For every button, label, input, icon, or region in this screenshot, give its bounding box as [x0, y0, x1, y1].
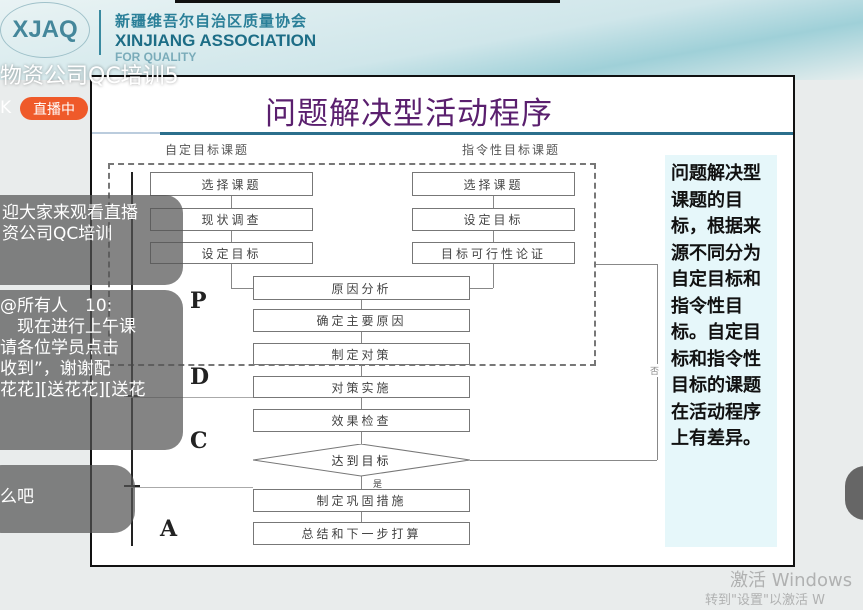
- final-step: 制定巩固措施: [253, 489, 470, 512]
- slide-header-banner: [0, 0, 863, 80]
- chat-line: 收到”，谢谢配: [0, 359, 111, 379]
- close-icon[interactable]: K: [0, 98, 12, 118]
- left-step: 选择课题: [150, 172, 313, 196]
- chat-message: 么吧: [0, 465, 135, 533]
- top-bar: [175, 0, 560, 3]
- chat-line: 请各位学员点击: [0, 338, 119, 358]
- left-step: 设定目标: [150, 242, 313, 264]
- xjaq-logo: XJAQ: [0, 2, 90, 58]
- phase-a: A: [160, 516, 178, 542]
- phase-c: C: [190, 428, 208, 454]
- decision-diamond: [253, 444, 470, 477]
- phase-p: P: [190, 288, 207, 314]
- center-step: 对策实施: [253, 376, 470, 398]
- right-step: 选择课题: [412, 172, 575, 196]
- yes-label: 是: [373, 480, 383, 490]
- final-step: 总结和下一步打算: [253, 522, 470, 545]
- side-button[interactable]: [845, 466, 863, 520]
- center-step: 原因分析: [253, 276, 470, 300]
- person-icon: [129, 98, 149, 118]
- center-step: 确定主要原因: [253, 309, 470, 332]
- right-step: 设定目标: [412, 208, 575, 231]
- chat-line: 资公司QC培训: [2, 224, 113, 244]
- title-rule: [160, 132, 793, 135]
- chat-line: 现在进行上午课: [0, 317, 136, 337]
- left-header: 自定目标课题: [165, 143, 250, 157]
- windows-watermark: 激活 Windows: [730, 570, 853, 591]
- chat-line: 迎大家来观看直播: [2, 203, 138, 223]
- stream-title: 物资公司QC培训5: [0, 64, 179, 89]
- divider: [99, 10, 101, 55]
- right-header: 指令性目标课题: [462, 143, 561, 157]
- right-step: 目标可行性论证: [412, 242, 575, 264]
- center-step: 效果检查: [253, 409, 470, 432]
- chat-line: 么吧: [0, 487, 34, 507]
- chat-line: 花花][送花花][送花: [0, 380, 146, 400]
- org-name-cn: 新疆维吾尔自治区质量协会: [115, 12, 308, 30]
- center-step: 制定对策: [253, 343, 470, 365]
- title-rule: [92, 132, 160, 134]
- phase-d: D: [190, 364, 210, 390]
- note-text: 问题解决型课题的目标，根据来源不同分为自定目标和指令性目标。自定目标和指令性目标…: [665, 155, 777, 547]
- chat-message: @所有人 10: 现在进行上午课 请各位学员点击 收到”，谢谢配 花花][送花花…: [0, 290, 183, 450]
- windows-watermark-sub: 转到"设置"以激活 W: [705, 593, 825, 608]
- chat-line: @所有人 10:: [0, 296, 113, 316]
- left-step: 现状调查: [150, 208, 313, 231]
- slide-title: 问题解决型活动程序: [265, 96, 553, 132]
- org-name-en: XINJIANG ASSOCIATION: [115, 31, 317, 50]
- live-badge: 直播中: [20, 97, 88, 120]
- no-label: 否: [650, 364, 660, 377]
- chat-message: 迎大家来观看直播 资公司QC培训: [0, 195, 183, 285]
- viewer-count: 10: [128, 96, 181, 118]
- org-name-en-2: FOR QUALITY: [115, 50, 197, 64]
- decision-label: 达到目标: [331, 454, 392, 468]
- viewer-count-value: 10: [158, 96, 181, 118]
